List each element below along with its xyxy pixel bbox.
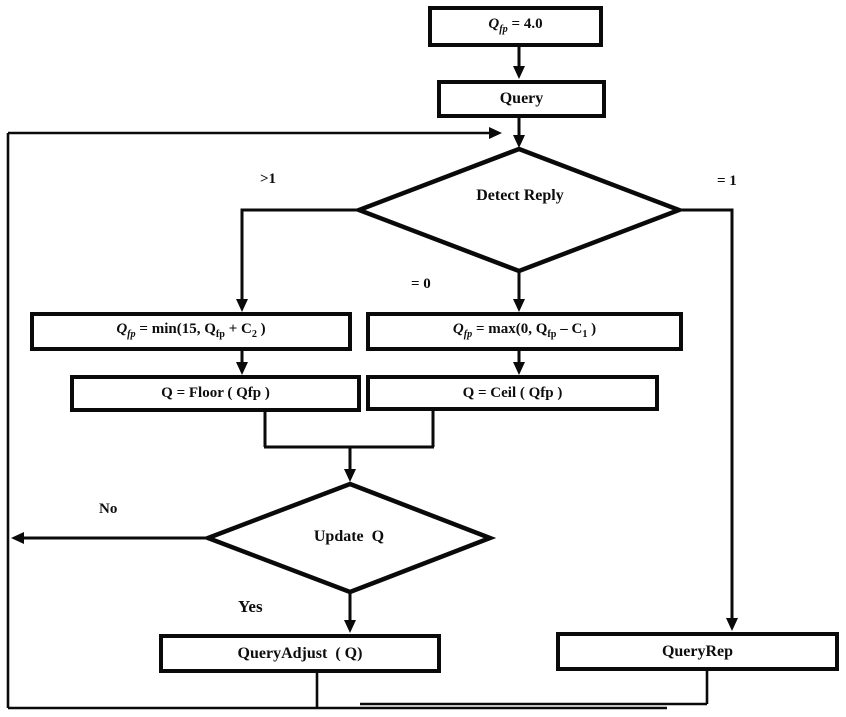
update-q-diamond <box>201 481 497 595</box>
arrow-into-queryadjust <box>344 620 356 633</box>
arrowheads <box>11 66 738 633</box>
node-qfp-min: Qfp = min(15, Qfp + C2 ) <box>30 312 352 351</box>
update-q-label: Update Q <box>313 528 385 545</box>
query-rep-text: QueryRep <box>661 642 734 660</box>
arrow-into-floor <box>236 362 248 375</box>
node-query: Query <box>437 80 606 118</box>
edge-bottom-loop <box>8 702 707 710</box>
node-ceil: Q = Ceil ( Qfp ) <box>366 375 659 411</box>
arrow-into-detect <box>513 135 525 148</box>
node-floor: Q = Floor ( Qfp ) <box>70 375 361 412</box>
arrow-into-ceil <box>513 362 525 375</box>
arrow-no-left <box>11 532 24 544</box>
qfp-max-text: Qfp = max(0, Qfp – C1 ) <box>452 321 597 341</box>
arrow-into-update <box>344 469 356 482</box>
branch-label-gt1: >1 <box>260 171 277 187</box>
node-qfp-init: Qfp = 4.0 <box>428 6 603 47</box>
node-query-adjust: QueryAdjust ( Q) <box>159 634 441 673</box>
query-text: Query <box>499 90 544 107</box>
branch-label-eq0: = 0 <box>411 276 431 292</box>
branch-label-eq1: = 1 <box>717 173 737 189</box>
floor-text: Q = Floor ( Qfp ) <box>161 385 270 401</box>
branch-label-yes: Yes <box>238 597 263 616</box>
edge-detect-queryrep-eq1 <box>679 208 734 622</box>
detect-reply-label: Detect Reply <box>476 187 564 204</box>
arrow-feedback-right <box>489 127 502 139</box>
node-query-rep: QueryRep <box>556 632 839 671</box>
qfp-init-text: Qfp = 4.0 <box>488 16 543 36</box>
arrow-into-queryrep <box>726 618 738 631</box>
query-adjust-text: QueryAdjust ( Q) <box>237 644 363 662</box>
qfp-min-text: Qfp = min(15, Qfp + C2 ) <box>116 321 266 341</box>
branch-label-no: No <box>99 501 118 517</box>
ceil-text: Q = Ceil ( Qfp ) <box>462 384 563 401</box>
arrow-into-query <box>513 66 525 79</box>
detect-reply-diamond <box>352 146 686 274</box>
arrow-into-max <box>513 299 525 312</box>
node-qfp-max: Qfp = max(0, Qfp – C1 ) <box>366 312 683 351</box>
arrow-into-min <box>236 299 248 312</box>
edge-detect-min-gt1 <box>240 208 359 302</box>
